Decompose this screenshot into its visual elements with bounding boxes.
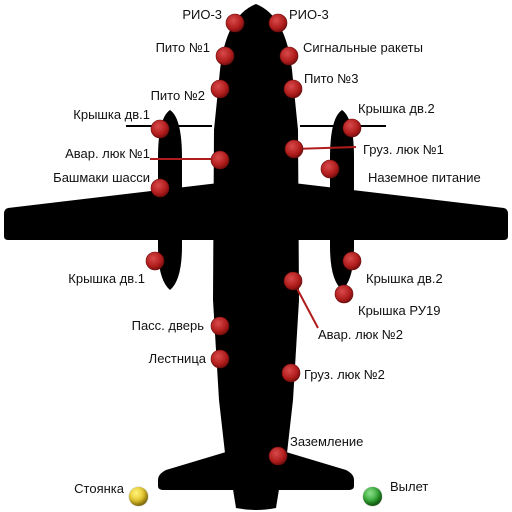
checkpoint-grounding[interactable]: [268, 446, 288, 466]
label-emergency-hatch2[interactable]: Авар. люк №2: [318, 327, 403, 342]
departure-button[interactable]: [363, 487, 382, 506]
label-passenger-door[interactable]: Пасс. дверь: [131, 318, 204, 333]
checkpoint-cover-apu[interactable]: [334, 284, 354, 304]
checkpoint-rio3-left[interactable]: [225, 13, 245, 33]
engine-left-nacelle: [158, 110, 182, 290]
label-cargo-hatch1[interactable]: Груз. люк №1: [363, 142, 444, 157]
label-rio3-right[interactable]: РИО-3: [289, 7, 329, 22]
checkpoint-emergency-hatch2[interactable]: [283, 271, 303, 291]
checkpoint-ladder[interactable]: [210, 349, 230, 369]
checkpoint-passenger-door[interactable]: [210, 316, 230, 336]
label-signal-rockets[interactable]: Сигнальные ракеты: [303, 40, 423, 55]
checkpoint-emergency-hatch1[interactable]: [210, 150, 230, 170]
label-gear-chocks[interactable]: Башмаки шасси: [53, 170, 150, 185]
leader-line-cargo1: [293, 146, 357, 150]
label-cover-eng1-lower[interactable]: Крышка дв.1: [68, 271, 145, 286]
checkpoint-markers: [145, 13, 362, 466]
label-parking[interactable]: Стоянка: [74, 481, 124, 496]
checkpoint-cargo-hatch1[interactable]: [284, 139, 304, 159]
label-ground-power[interactable]: Наземное питание: [368, 170, 481, 185]
checkpoint-ground-power[interactable]: [320, 159, 340, 179]
checkpoint-gear-chocks[interactable]: [150, 178, 170, 198]
tail-cone: [228, 458, 284, 510]
label-emergency-hatch1[interactable]: Авар. люк №1: [65, 146, 150, 161]
label-cover-eng2-lower[interactable]: Крышка дв.2: [366, 271, 443, 286]
parking-button[interactable]: [129, 487, 148, 506]
checkpoint-cover-eng2-lower[interactable]: [342, 251, 362, 271]
fuselage: [213, 4, 299, 462]
checkpoint-pito2[interactable]: [210, 79, 230, 99]
label-rio3-left[interactable]: РИО-3: [182, 7, 222, 22]
label-cover-eng2-upper[interactable]: Крышка дв.2: [358, 101, 435, 116]
label-cover-apu[interactable]: Крышка РУ19: [358, 303, 441, 318]
checkpoint-signal-rockets[interactable]: [279, 46, 299, 66]
label-grounding[interactable]: Заземление: [290, 434, 364, 449]
checkpoint-cargo-hatch2[interactable]: [281, 363, 301, 383]
label-pito3[interactable]: Пито №3: [304, 71, 359, 86]
label-cargo-hatch2[interactable]: Груз. люк №2: [304, 367, 385, 382]
label-cover-eng1-upper[interactable]: Крышка дв.1: [73, 107, 150, 122]
checkpoint-pito1[interactable]: [215, 46, 235, 66]
checkpoint-pito3[interactable]: [283, 79, 303, 99]
checkpoint-rio3-right[interactable]: [268, 13, 288, 33]
aircraft-body: [4, 4, 508, 510]
checkpoint-cover-eng1-lower[interactable]: [145, 251, 165, 271]
label-pito2[interactable]: Пито №2: [150, 88, 205, 103]
checkpoint-cover-eng1-upper[interactable]: [150, 119, 170, 139]
label-ladder[interactable]: Лестница: [148, 351, 206, 366]
checkpoint-cover-eng2-upper[interactable]: [342, 118, 362, 138]
label-departure[interactable]: Вылет: [390, 479, 429, 494]
label-pito1[interactable]: Пито №1: [155, 40, 210, 55]
engine-right-nacelle: [330, 110, 354, 290]
